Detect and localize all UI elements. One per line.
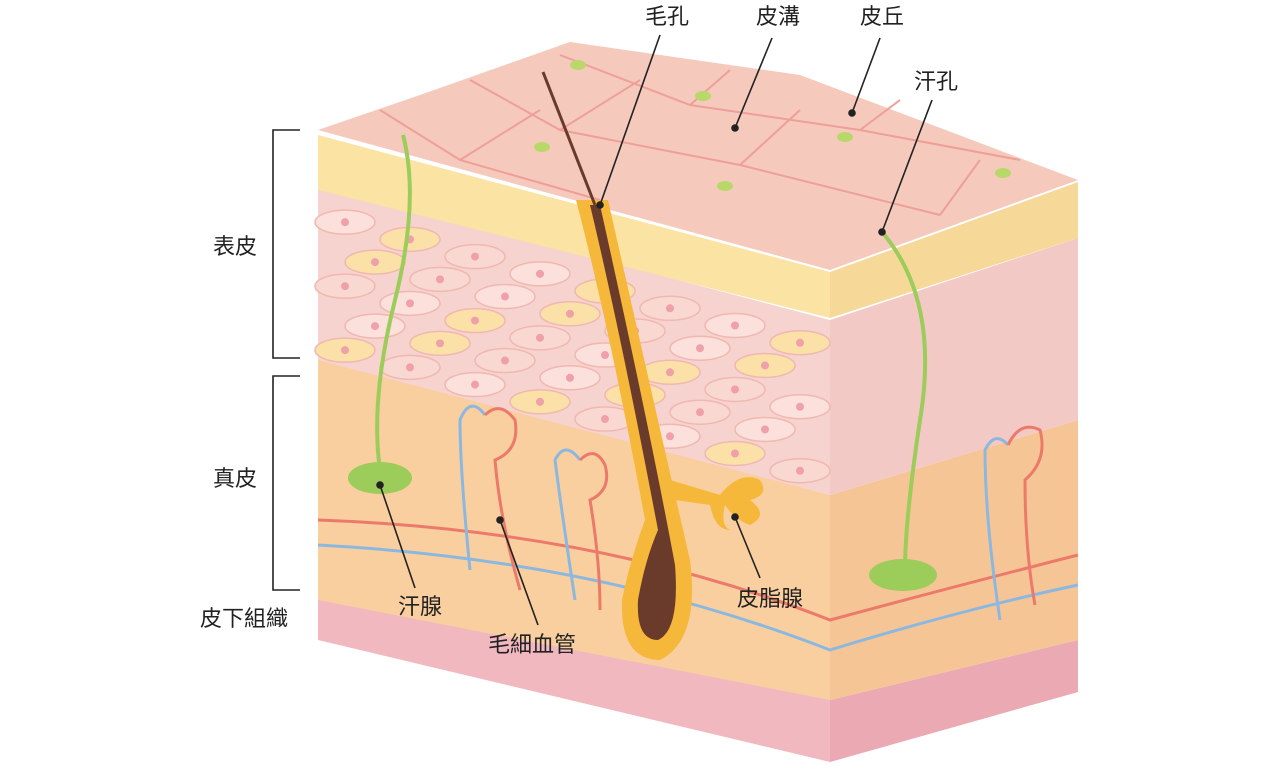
- cell-nucleus: [566, 309, 574, 318]
- cell-nucleus: [696, 408, 704, 417]
- cell-nucleus: [341, 218, 349, 227]
- label-skin-groove: 皮溝: [756, 5, 800, 30]
- label-sebaceous-gland: 皮脂腺: [737, 587, 803, 612]
- label-sweat-gland: 汗腺: [398, 595, 442, 620]
- cell-nucleus: [341, 282, 349, 291]
- label-pore: 毛孔: [645, 5, 689, 30]
- cell-nucleus: [501, 356, 509, 365]
- cell-nucleus: [371, 258, 379, 267]
- cell-nucleus: [406, 299, 414, 308]
- cell-nucleus: [796, 402, 804, 411]
- skin-grooves: [379, 54, 1021, 216]
- sweat-pores: [534, 60, 1011, 191]
- cell-nucleus: [566, 373, 574, 382]
- sweat-glands: [375, 134, 928, 571]
- cell-nucleus: [471, 316, 479, 325]
- layer-brackets: [272, 129, 300, 591]
- cell-nucleus: [371, 322, 379, 331]
- cell-nucleus: [666, 368, 674, 377]
- cell-nucleus: [731, 449, 739, 458]
- cell-nucleus: [796, 338, 804, 347]
- dermis-layer: [318, 355, 830, 700]
- label-skin-ridge: 皮丘: [860, 5, 904, 30]
- cell-nucleus: [341, 346, 349, 355]
- stratum-corneum-layer: [318, 135, 830, 318]
- cell-nucleus: [536, 333, 544, 342]
- cell-nucleus: [406, 363, 414, 372]
- cell-nucleus: [536, 269, 544, 278]
- cell-nucleus: [536, 397, 544, 406]
- cell-nucleus: [436, 339, 444, 348]
- cell-nucleus: [436, 275, 444, 284]
- cell-nucleus: [696, 344, 704, 353]
- label-sweat-pore: 汗孔: [914, 70, 958, 95]
- label-subcutaneous: 皮下組織: [200, 607, 288, 632]
- cell-nucleus: [471, 252, 479, 261]
- right-face: [830, 182, 1078, 762]
- cell-nucleus: [601, 415, 609, 424]
- cell-nucleus: [731, 321, 739, 330]
- cell-nucleus: [666, 432, 674, 441]
- cell-nucleus: [731, 385, 739, 394]
- cell-nucleus: [761, 361, 769, 370]
- cell-nucleus: [501, 292, 509, 301]
- cell-nucleus: [761, 425, 769, 434]
- label-capillary: 毛細血管: [488, 633, 576, 658]
- capillaries: [317, 404, 1079, 652]
- cell-nucleus: [666, 304, 674, 313]
- cell-nucleus: [601, 351, 609, 360]
- label-epidermis: 表皮: [213, 235, 257, 260]
- cell-nucleus: [471, 380, 479, 389]
- label-dermis: 真皮: [213, 467, 257, 492]
- leader-lines: [376, 34, 933, 626]
- cell-nucleus: [796, 466, 804, 475]
- hair-follicle: [541, 71, 764, 660]
